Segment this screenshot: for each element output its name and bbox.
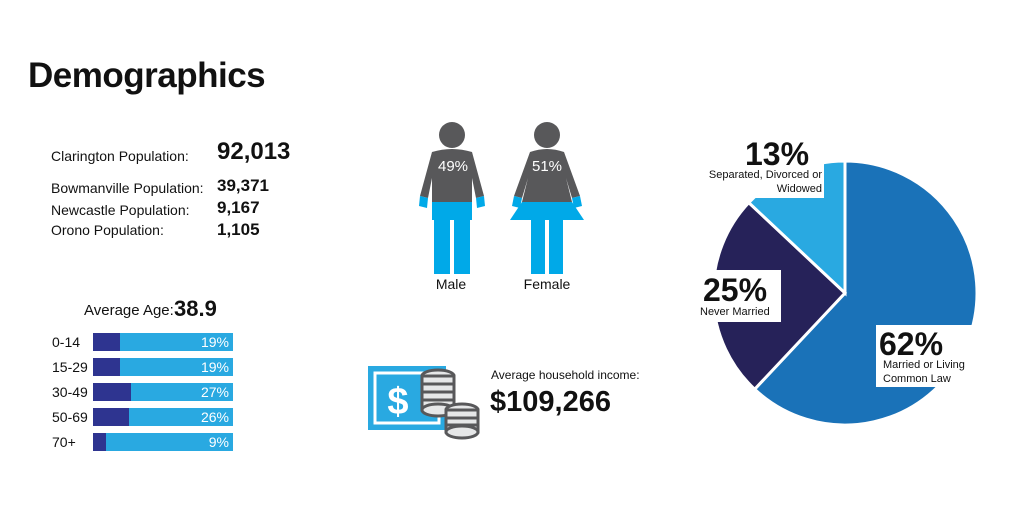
age-bar-fill: [93, 433, 106, 451]
orono-population-label: Orono Population:: [51, 222, 164, 238]
age-bar-category-label: 50-69: [52, 409, 88, 425]
average-age-value: 38.9: [174, 296, 217, 321]
age-bar-track: 19%: [93, 333, 233, 351]
male-figure-icon: [419, 122, 485, 274]
age-bar-row: 0-14 19%: [52, 333, 242, 351]
clarington-population-label: Clarington Population:: [51, 148, 189, 164]
pie-label-married-percent: 62%: [879, 326, 944, 362]
age-bar-value-label: 19%: [200, 359, 229, 375]
age-bar-track: 19%: [93, 358, 233, 376]
age-bar-value-label: 26%: [200, 409, 229, 425]
pie-label-box-never-married: [697, 270, 781, 322]
pie-label-separated-percent: 13%: [745, 136, 810, 172]
pie-label-box-married: [876, 325, 980, 387]
age-bar-fill: [93, 383, 131, 401]
age-bar-category-label: 0-14: [52, 334, 81, 350]
income-value: $109,266: [490, 386, 611, 418]
age-bar-category-label: 70+: [52, 434, 76, 450]
pie-label-box-separated: [706, 136, 824, 198]
pie-label-married-desc: Married or Living Common Law: [883, 359, 965, 386]
age-bar-track: 9%: [93, 433, 233, 451]
cash-and-coins-icon: $: [368, 366, 480, 440]
male-label: Male: [435, 276, 467, 292]
pie-label-never-married-percent: 25%: [703, 272, 768, 308]
male-percent: 49%: [437, 158, 469, 175]
female-figure-icon: [510, 122, 584, 274]
age-bar-fill: [93, 333, 120, 351]
female-label: Female: [523, 276, 571, 292]
age-bar-value-label: 9%: [208, 434, 229, 450]
age-bar-fill: [93, 358, 120, 376]
age-bar-track: 27%: [93, 383, 233, 401]
newcastle-population-label: Newcastle Population:: [51, 202, 190, 218]
age-bar-fill: [93, 408, 130, 426]
age-bar-value-label: 19%: [200, 334, 229, 350]
svg-text:$: $: [387, 381, 408, 423]
newcastle-population-value: 9,167: [217, 198, 260, 217]
average-age-label: Average Age:: [84, 302, 174, 319]
age-bar-row: 70+ 9%: [52, 433, 242, 451]
page-title: Demographics: [28, 56, 266, 95]
female-percent: 51%: [531, 158, 563, 175]
age-bar-category-label: 15-29: [52, 359, 88, 375]
orono-population-value: 1,105: [217, 220, 260, 239]
age-bar-row: 15-29 19%: [52, 358, 242, 376]
gender-figures: [419, 122, 584, 274]
pie-label-never-married-desc: Never Married: [700, 306, 770, 318]
bowmanville-population-label: Bowmanville Population:: [51, 180, 204, 196]
age-bar-value-label: 27%: [200, 384, 229, 400]
age-bar-track: 26%: [93, 408, 233, 426]
pie-label-separated-desc: Separated, Divorced or Widowed: [708, 169, 822, 196]
income-label: Average household income:: [491, 368, 640, 382]
bowmanville-population-value: 39,371: [217, 176, 269, 195]
clarington-population-value: 92,013: [217, 138, 291, 165]
age-bar-row: 50-69 26%: [52, 408, 242, 426]
age-bar-row: 30-49 27%: [52, 383, 242, 401]
age-bar-category-label: 30-49: [52, 384, 88, 400]
